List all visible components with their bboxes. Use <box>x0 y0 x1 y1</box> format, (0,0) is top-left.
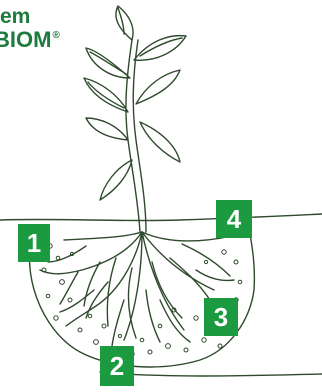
plant-stem <box>126 40 140 232</box>
plant-leaf <box>100 160 132 200</box>
brand-logo: em BIOM® <box>0 6 60 51</box>
plant-leaf <box>140 122 180 162</box>
plant-leaf <box>136 70 180 104</box>
plant-root <box>142 232 184 330</box>
marker-4: 4 <box>216 200 252 238</box>
plant-root <box>64 232 142 240</box>
marker-1: 1 <box>18 224 50 262</box>
plant-leaf <box>86 118 128 140</box>
brand-wordmark: BIOM <box>0 27 51 52</box>
registered-mark: ® <box>52 30 59 41</box>
brand-line-2: BIOM® <box>0 28 60 51</box>
brand-line-1: em <box>0 6 60 28</box>
marker-2: 2 <box>100 346 134 386</box>
soil-surface-line <box>0 214 322 221</box>
marker-3: 3 <box>204 298 238 336</box>
